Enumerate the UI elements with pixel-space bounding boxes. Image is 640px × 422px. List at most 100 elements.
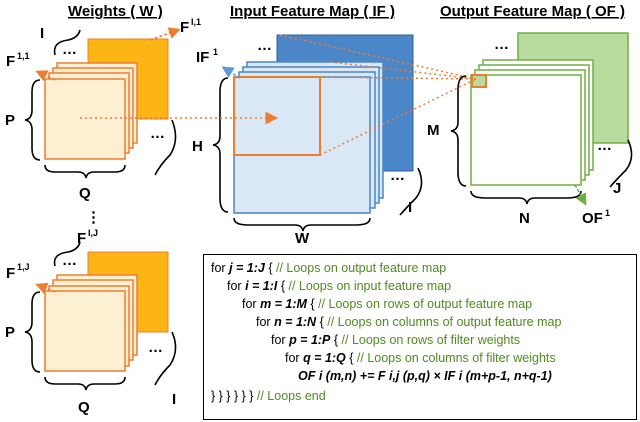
output-fm-title: Output Feature Map ( OF ) — [440, 3, 625, 20]
code-brace: { — [306, 297, 319, 311]
weights-dots: … — [62, 41, 77, 58]
brace-Q-top — [44, 164, 126, 179]
code-comment: // Loops on columns of output feature ma… — [327, 315, 562, 329]
label-H: H — [192, 138, 203, 155]
brace-I-top — [53, 29, 81, 56]
conv-line — [279, 34, 477, 80]
brace-N — [470, 190, 582, 205]
brace-J-weights — [154, 119, 177, 176]
label-OF1-sup: 1 — [605, 208, 610, 218]
code-loop-var: m = 1:M — [260, 297, 307, 311]
code-keyword: for — [227, 279, 246, 293]
label-F-1J: F — [6, 265, 15, 282]
weights-dots-lower: … — [150, 125, 165, 142]
code-loop-var: n = 1:N — [274, 315, 317, 329]
label-M: M — [427, 122, 440, 139]
brace-I-right-bottom — [154, 331, 177, 386]
code-comment: // Loops on output feature map — [275, 261, 447, 275]
code-comment: // Loops on columns of filter weights — [356, 351, 556, 365]
weights-bottom-stack — [44, 251, 169, 372]
code-brace: { — [330, 333, 342, 347]
output-pixel — [471, 74, 487, 88]
arrow-to-IF1 — [221, 66, 241, 79]
input-fm-stack — [233, 34, 414, 214]
weights-vdots: ⋮ — [86, 209, 101, 226]
label-P-bottom: P — [5, 324, 15, 341]
label-I-top: I — [40, 25, 44, 42]
weight-filter-front — [44, 78, 126, 160]
code-line-n: for n = 1:N { // Loops on columns of out… — [256, 315, 561, 330]
label-IF1: IF — [196, 49, 209, 66]
code-keyword: for — [271, 333, 290, 347]
code-comment: // Loops on rows of filter weights — [341, 333, 521, 347]
arrow-to-OF1 — [574, 184, 587, 206]
weights-bottom-dots: … — [62, 252, 77, 269]
input-fm-title: Input Feature Map ( IF ) — [230, 3, 395, 20]
code-brace: { — [277, 279, 289, 293]
code-line-p: for p = 1:P { // Loops on rows of filter… — [271, 333, 520, 348]
code-brace: { — [316, 315, 328, 329]
weight-filter-front — [44, 290, 126, 372]
output-dots: … — [494, 36, 509, 53]
output-fm-front — [470, 74, 582, 186]
label-P-top: P — [5, 112, 15, 129]
conv-line — [315, 76, 477, 80]
conv-line — [319, 78, 477, 156]
arrow-to-F-11 — [35, 70, 56, 82]
label-Q-bottom: Q — [78, 399, 90, 416]
input-fm-front — [233, 76, 371, 214]
brace-P-bottom — [24, 291, 41, 373]
code-line-q: for q = 1:Q { // Loops on columns of fil… — [285, 351, 556, 366]
brace-P-top — [24, 79, 41, 161]
weights-bottom-dots-lower: … — [148, 339, 163, 356]
code-loop-var: j = 1:J — [229, 261, 265, 275]
label-F-I1-sup: I,1 — [191, 17, 201, 27]
label-W: W — [295, 230, 310, 247]
code-comment: // Loops end — [256, 389, 326, 403]
label-J: J — [613, 180, 621, 197]
code-loop-var: i = 1:I — [245, 279, 278, 293]
code-line-j: for j = 1:J { // Loops on output feature… — [211, 261, 446, 276]
weights-top-stack — [44, 38, 169, 160]
label-F-I1: F — [180, 19, 189, 36]
code-comment: // Loops on rows of output feature map — [318, 297, 533, 311]
input-dots-lower: … — [390, 167, 405, 184]
label-F-11: F — [6, 53, 15, 70]
brace-I-bottom — [53, 241, 81, 267]
brace-Q-bottom — [44, 376, 126, 391]
label-F-11-sup: 1,1 — [17, 51, 30, 61]
label-F-1J-sup: 1,J — [17, 262, 30, 272]
code-line-accumulate: OF i (m,n) += F i,j (p,q) × IF i (m+p-1,… — [298, 369, 552, 383]
label-I-input: I — [408, 199, 412, 216]
code-keyword: for — [242, 297, 261, 311]
input-dots: … — [257, 37, 272, 54]
output-fm-stack — [470, 32, 629, 186]
brace-I-input — [399, 167, 423, 216]
label-F-IJ-sup: I,J — [88, 228, 98, 238]
weights-title: Weights ( W ) — [68, 3, 163, 20]
code-comment: // Loops on input feature map — [288, 279, 452, 293]
label-N: N — [519, 210, 530, 227]
label-IF1-sup: 1 — [213, 47, 218, 57]
brace-W — [233, 217, 371, 232]
label-OF1: OF — [582, 210, 603, 227]
arrow-to-F-1J — [35, 282, 56, 294]
output-dots-lower: … — [597, 137, 612, 154]
code-keyword: for — [211, 261, 230, 275]
label-I-bottom-right: I — [172, 391, 176, 408]
code-brace: { — [345, 351, 357, 365]
code-box: for j = 1:J { // Loops on output feature… — [203, 254, 637, 420]
code-keyword: for — [256, 315, 275, 329]
code-brace: { — [264, 261, 276, 275]
brace-J-output — [609, 139, 633, 188]
code-loop-var: q = 1:Q — [303, 351, 346, 365]
code-loop-var: p = 1:P — [289, 333, 331, 347]
label-F-IJ: F — [77, 230, 86, 247]
code-keyword: for — [285, 351, 304, 365]
brace-M — [450, 75, 467, 187]
code-line-end: } } } } } } // Loops end — [211, 389, 326, 404]
code-brace: } } } } } } — [211, 389, 257, 403]
code-line-m: for m = 1:M { // Loops on rows of output… — [242, 297, 532, 312]
input-window — [233, 76, 321, 156]
